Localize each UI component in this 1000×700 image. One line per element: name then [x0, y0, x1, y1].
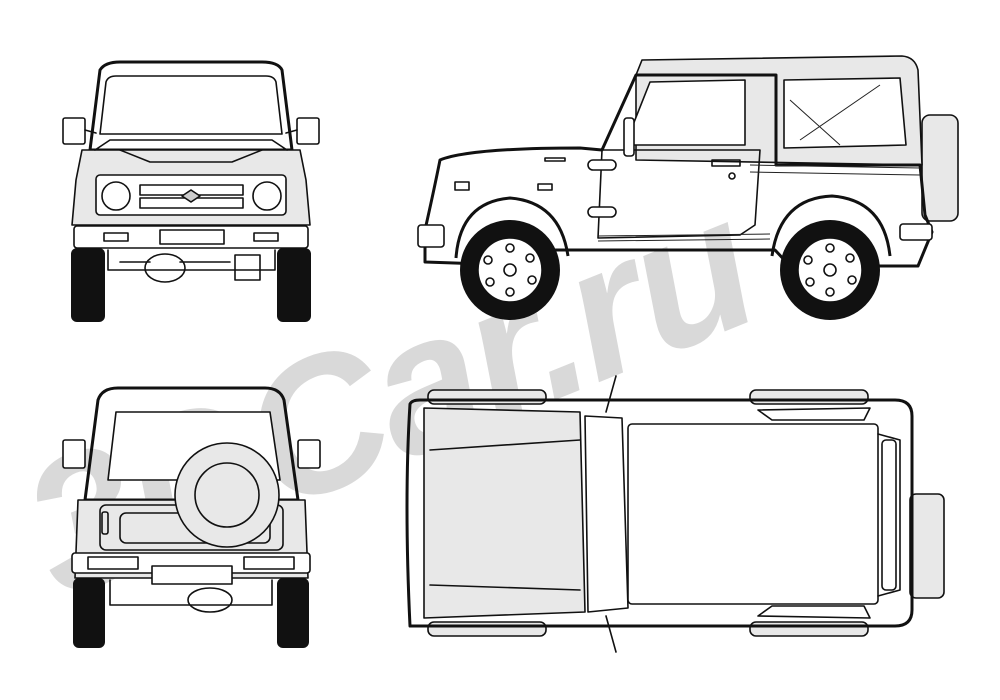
front-windshield	[99, 75, 283, 135]
rear-view	[62, 386, 321, 648]
side-view	[417, 55, 959, 320]
side-front-wheel	[460, 220, 560, 320]
top-hood	[423, 407, 586, 619]
rear-right-tyre	[277, 578, 309, 648]
top-roof	[627, 423, 879, 605]
side-front-light	[417, 224, 445, 248]
rear-spare-wheel	[174, 442, 280, 548]
front-view	[62, 60, 320, 322]
rear-license-plate	[151, 565, 233, 585]
side-spare-wheel	[921, 114, 959, 222]
rear-left-mirror	[62, 439, 86, 469]
rear-left-tyre	[73, 578, 105, 648]
front-right-mirror	[296, 117, 320, 145]
front-right-tyre	[277, 248, 311, 322]
rear-right-mirror	[297, 439, 321, 469]
side-door-window	[624, 79, 746, 146]
front-badge-icon	[181, 189, 201, 203]
front-roof	[88, 60, 294, 152]
rear-soft-top	[83, 386, 300, 502]
right-headlight	[252, 181, 282, 211]
side-rear-light	[899, 223, 933, 241]
side-rear-wheel	[780, 220, 880, 320]
top-spare-wheel	[909, 493, 945, 599]
top-body	[405, 398, 914, 628]
front-left-tyre	[71, 248, 105, 322]
side-door	[597, 149, 761, 239]
side-rear-window	[783, 77, 907, 149]
side-mirror	[623, 117, 635, 157]
front-left-mirror	[62, 117, 86, 145]
side-body	[423, 73, 934, 268]
front-bumper	[73, 225, 309, 249]
left-headlight	[101, 181, 131, 211]
top-windshield	[584, 415, 629, 613]
top-view	[405, 375, 945, 653]
